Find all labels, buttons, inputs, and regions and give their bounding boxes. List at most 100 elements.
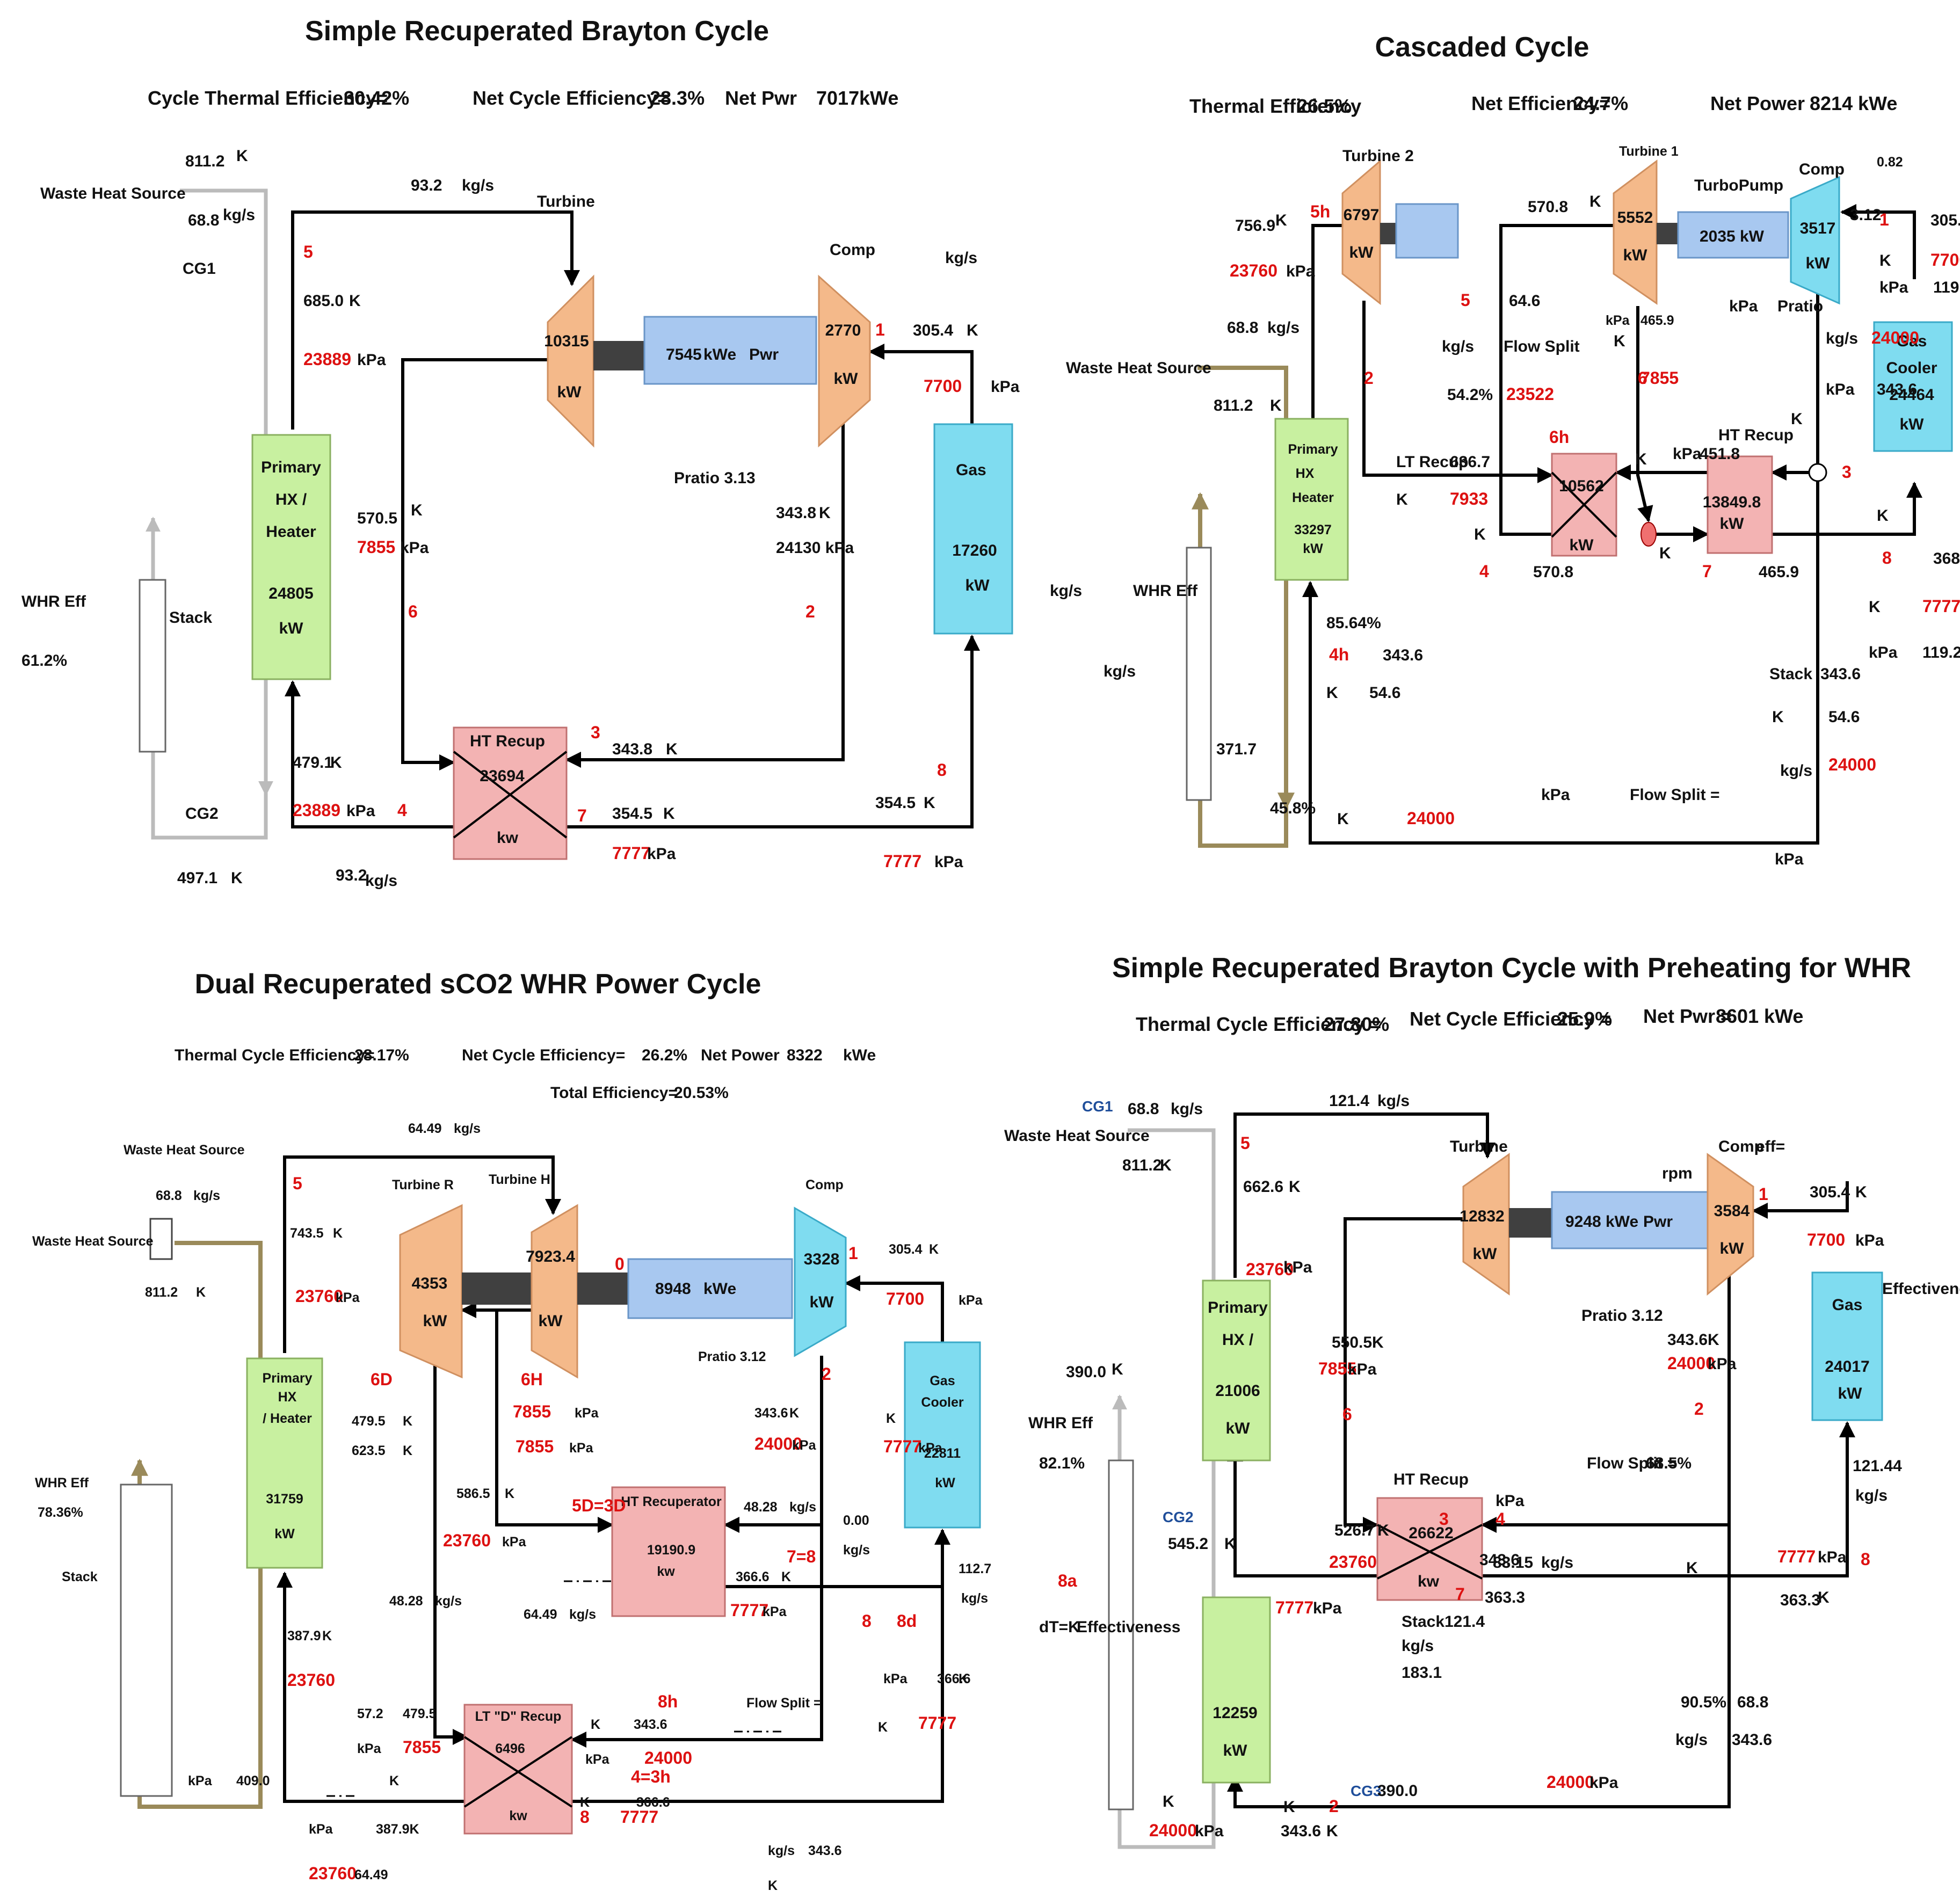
- flow-label: 48.28: [744, 1500, 778, 1515]
- flow-label: 93.2: [411, 177, 442, 194]
- flow-label: 4: [397, 801, 407, 820]
- flow-label: kPa: [1348, 1361, 1377, 1378]
- flow-label: kPa: [763, 1604, 787, 1619]
- stack-icon: [139, 579, 166, 753]
- flow-label: 23760: [295, 1286, 343, 1306]
- flow-label: 23889: [293, 801, 340, 820]
- flow-label: 2: [1364, 368, 1374, 388]
- summary-text: Net Power: [1710, 92, 1805, 114]
- flow-label: CG2: [1163, 1509, 1194, 1525]
- flow-line-6: [1344, 1217, 1466, 1533]
- flow-label: 121.4: [1444, 1613, 1485, 1631]
- flow-label: 363.3: [1485, 1589, 1525, 1606]
- panel-title: Simple Recuperated Brayton Cycle with Pr…: [1112, 952, 1911, 984]
- flow-label: K: [1112, 1361, 1123, 1378]
- compressor-duty: 3517: [1800, 220, 1836, 237]
- flow-label: CG2: [185, 805, 219, 823]
- shaft: [462, 1272, 532, 1305]
- flow-label: 550.5: [1332, 1334, 1372, 1351]
- flow-label: kg/s: [454, 1121, 481, 1136]
- turbine-icon: [547, 274, 594, 448]
- ht-recup-label: HT Recup: [1393, 1471, 1469, 1488]
- flow-label: 6h: [1549, 427, 1569, 447]
- flow-label: K: [768, 1878, 778, 1893]
- flow-label: 24000: [644, 1748, 692, 1768]
- flow-label: 54.6: [1369, 684, 1400, 702]
- flow-label: 23760: [309, 1864, 357, 1883]
- flow-label: K: [924, 794, 935, 812]
- flow-label: 8: [862, 1611, 872, 1631]
- gas-cooler-duty: 22811: [924, 1446, 961, 1461]
- flow-label: 479.5: [352, 1414, 386, 1429]
- compressor-unit: kW: [834, 370, 859, 388]
- generator-icon: [1395, 203, 1459, 259]
- flow-label: 4h: [1329, 645, 1349, 664]
- flow-label: kg/s: [1402, 1637, 1434, 1655]
- flow-label: 119.2: [1933, 279, 1960, 296]
- lt-recup-duty: 6496: [495, 1741, 525, 1756]
- flow-label: kPa: [647, 845, 676, 863]
- primary-hx-label: HX /: [275, 491, 307, 508]
- flow-label: 343.6: [1732, 1731, 1772, 1749]
- preheater: [1202, 1596, 1271, 1784]
- flow-label: K: [322, 1628, 332, 1644]
- summary-text: Cycle Thermal Efficiency=: [148, 87, 388, 109]
- flow-line-5h: [1311, 224, 1345, 419]
- flow-label: 24000: [1871, 328, 1919, 347]
- flow-label: Flow Split =: [746, 1696, 822, 1711]
- flow-label: K: [411, 501, 423, 519]
- primary-hx-label: / Heater: [263, 1411, 312, 1426]
- flow-line-5: [283, 1155, 561, 1353]
- flow-label: 64.49: [408, 1121, 442, 1136]
- flow-label: 586.5: [456, 1486, 490, 1501]
- flow-line-1: [844, 1275, 944, 1342]
- flow-line-8: [1482, 1421, 1855, 1577]
- flow-label: Pratio 3.12: [1581, 1307, 1663, 1325]
- flow-line-bypass: [1302, 472, 1819, 845]
- generator-unit: kWe: [703, 346, 736, 363]
- flow-label: 121.44: [1853, 1457, 1902, 1475]
- summary-text: kWe: [859, 87, 898, 109]
- flow-label: 7777: [883, 1437, 921, 1456]
- flow-label: kg/s: [1541, 1554, 1573, 1572]
- flow-label: 54.6: [1828, 708, 1860, 726]
- flow-label: 2: [1694, 1399, 1704, 1419]
- flow-label: kPa: [309, 1822, 333, 1837]
- flow-label: 497.1: [177, 869, 217, 887]
- flow-label: 7777: [1922, 597, 1960, 616]
- flow-label: 8: [937, 760, 947, 780]
- flow-label: K: [1635, 450, 1647, 468]
- flow-label: Turbine H: [489, 1172, 550, 1187]
- primary-hx-unit: kW: [1303, 541, 1323, 556]
- flow-label: 343.6: [1383, 646, 1423, 664]
- flow-label: 8a: [1058, 1571, 1077, 1590]
- flow-label: 2: [805, 602, 815, 621]
- flow-label: 7777: [612, 843, 650, 863]
- ht-recup-duty: 26622: [1409, 1524, 1453, 1542]
- summary-text: 8214: [1810, 92, 1853, 114]
- gas-cooler: [1873, 321, 1953, 452]
- turbine-2-duty: 6797: [1344, 206, 1380, 224]
- hx-cross-b: [1551, 471, 1617, 538]
- turbine-icon: [1462, 1153, 1510, 1296]
- flow-label: 387.9K: [376, 1822, 419, 1837]
- flow-label: 23760: [1230, 261, 1277, 280]
- flow-label: 64.49: [354, 1867, 388, 1882]
- flow-label: kg/s: [1826, 330, 1858, 347]
- flow-label: 6: [1638, 368, 1647, 388]
- flow-label: kPa: [575, 1406, 599, 1421]
- primary-hx-label: Heater: [1292, 490, 1334, 505]
- turbine-1-duty: 5552: [1617, 209, 1653, 227]
- flow-label: 2: [822, 1364, 831, 1384]
- summary-text: Net Cycle Efficiency =: [1410, 1008, 1611, 1030]
- summary-text: kWe: [1764, 1005, 1803, 1027]
- flow-label: 7700: [1807, 1230, 1845, 1249]
- flow-label: 7855: [1640, 368, 1679, 388]
- waste-heat-source-box: [149, 1218, 173, 1260]
- flow-label: CG3: [1351, 1783, 1382, 1799]
- flow-line-4: [285, 680, 454, 828]
- ht-recup-duty: 23694: [480, 767, 525, 785]
- compressor-unit: kW: [810, 1293, 834, 1311]
- panel-dual: [120, 1155, 981, 1835]
- flow-label: kg/s: [1780, 762, 1812, 780]
